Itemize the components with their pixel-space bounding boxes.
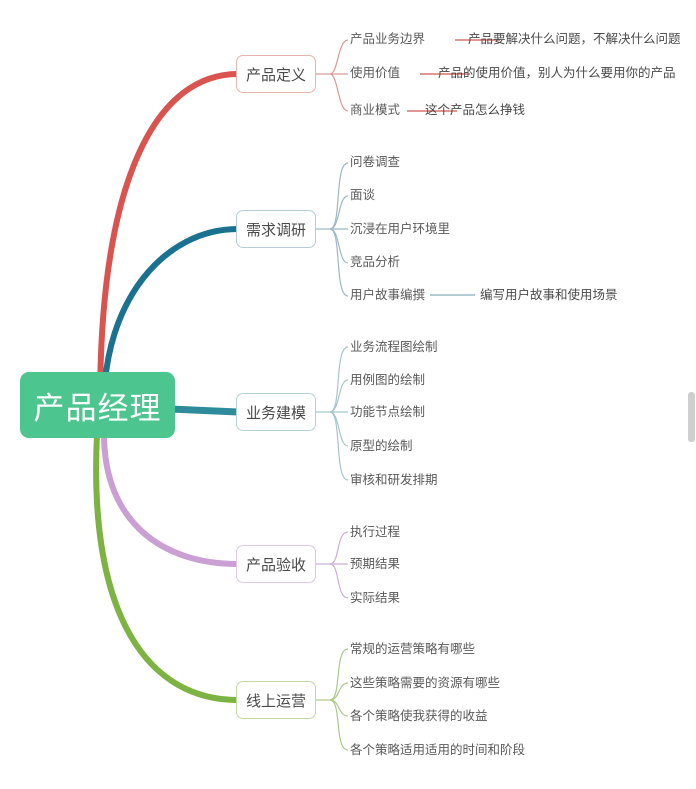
sub-node-2-1[interactable]: 用例图的绘制: [350, 373, 426, 387]
root-connector-branch-0: [97, 71, 241, 408]
leaf-node-0-0[interactable]: 产品要解决什么问题，不解决什么问题: [468, 32, 681, 46]
sub-node-1-0[interactable]: 问卷调查: [350, 155, 401, 169]
branch-2-sub-3-connector: [329, 411, 349, 447]
leaf-node-0-1[interactable]: 产品的使用价值，别人为什么要用你的产品: [438, 66, 676, 80]
branch-1-sub-1-connector: [329, 195, 349, 230]
branch-0-sub-0-connector: [329, 39, 349, 75]
branch-4-sub-2-connector: [329, 699, 349, 717]
branch-3-sub-2-connector: [329, 563, 349, 599]
sub-node-4-1[interactable]: 这些策略需要的资源有哪些: [350, 676, 501, 690]
branch-1-sub-0-connector: [329, 162, 349, 230]
leaf-node-0-2[interactable]: 这个产品怎么挣钱: [425, 103, 526, 117]
sub-node-2-4[interactable]: 审核和研发排期: [350, 473, 438, 487]
root-connector-branch-3: [101, 431, 241, 567]
sub-node-2-3[interactable]: 原型的绘制: [350, 439, 413, 453]
branch-node-business-modeling[interactable]: 业务建模: [236, 393, 317, 431]
branch-node-product-acceptance[interactable]: 产品验收: [236, 545, 317, 583]
sub-node-4-0[interactable]: 常规的运营策略有哪些: [350, 642, 476, 656]
root-node[interactable]: 产品经理: [20, 372, 175, 438]
branch-2-sub-0-connector: [329, 346, 349, 413]
sub-node-2-2[interactable]: 功能节点绘制: [350, 405, 426, 419]
branch-1-sub-3-connector: [329, 228, 349, 264]
sub-node-4-3[interactable]: 各个策略适用适用的时间和阶段: [350, 743, 526, 757]
root-connector-branch-2: [166, 405, 242, 416]
branch-4-sub-1-connector: [329, 682, 349, 701]
sub-node-0-0[interactable]: 产品业务边界: [350, 32, 426, 46]
branch-node-product-definition[interactable]: 产品定义: [236, 55, 317, 93]
sub-node-0-1[interactable]: 使用价值: [350, 66, 401, 80]
sub-node-1-3[interactable]: 竞品分析: [350, 255, 401, 269]
sub-node-1-1[interactable]: 面谈: [350, 188, 376, 202]
leaf-node-1-4[interactable]: 编写用户故事和使用场景: [480, 288, 618, 302]
branch-2-sub-1-connector: [329, 379, 349, 413]
branch-3-sub-0-connector: [329, 531, 349, 565]
sub-node-1-2[interactable]: 沉浸在用户环境里: [350, 222, 451, 236]
branch-0-sub-2-connector: [329, 73, 349, 112]
sub-node-1-4[interactable]: 用户故事编撰: [350, 288, 426, 302]
sub-node-4-2[interactable]: 各个策略使我获得的收益: [350, 709, 488, 723]
sub-node-0-2[interactable]: 商业模式: [350, 103, 401, 117]
sub-node-3-0[interactable]: 执行过程: [350, 525, 401, 539]
branch-1-sub-4-connector: [329, 228, 349, 297]
branch-2-sub-4-connector: [329, 411, 349, 481]
sub-node-3-1[interactable]: 预期结果: [350, 557, 401, 571]
sub-node-3-2[interactable]: 实际结果: [350, 591, 401, 605]
branch-node-online-operations[interactable]: 线上运营: [236, 681, 317, 719]
scrollbar-thumb[interactable]: [688, 392, 695, 442]
branch-4-sub-3-connector: [329, 699, 349, 751]
branch-node-requirements-research[interactable]: 需求调研: [236, 210, 317, 248]
branch-4-sub-0-connector: [329, 648, 349, 701]
sub-node-2-0[interactable]: 业务流程图绘制: [350, 340, 438, 354]
root-connector-branch-4: [93, 431, 241, 703]
